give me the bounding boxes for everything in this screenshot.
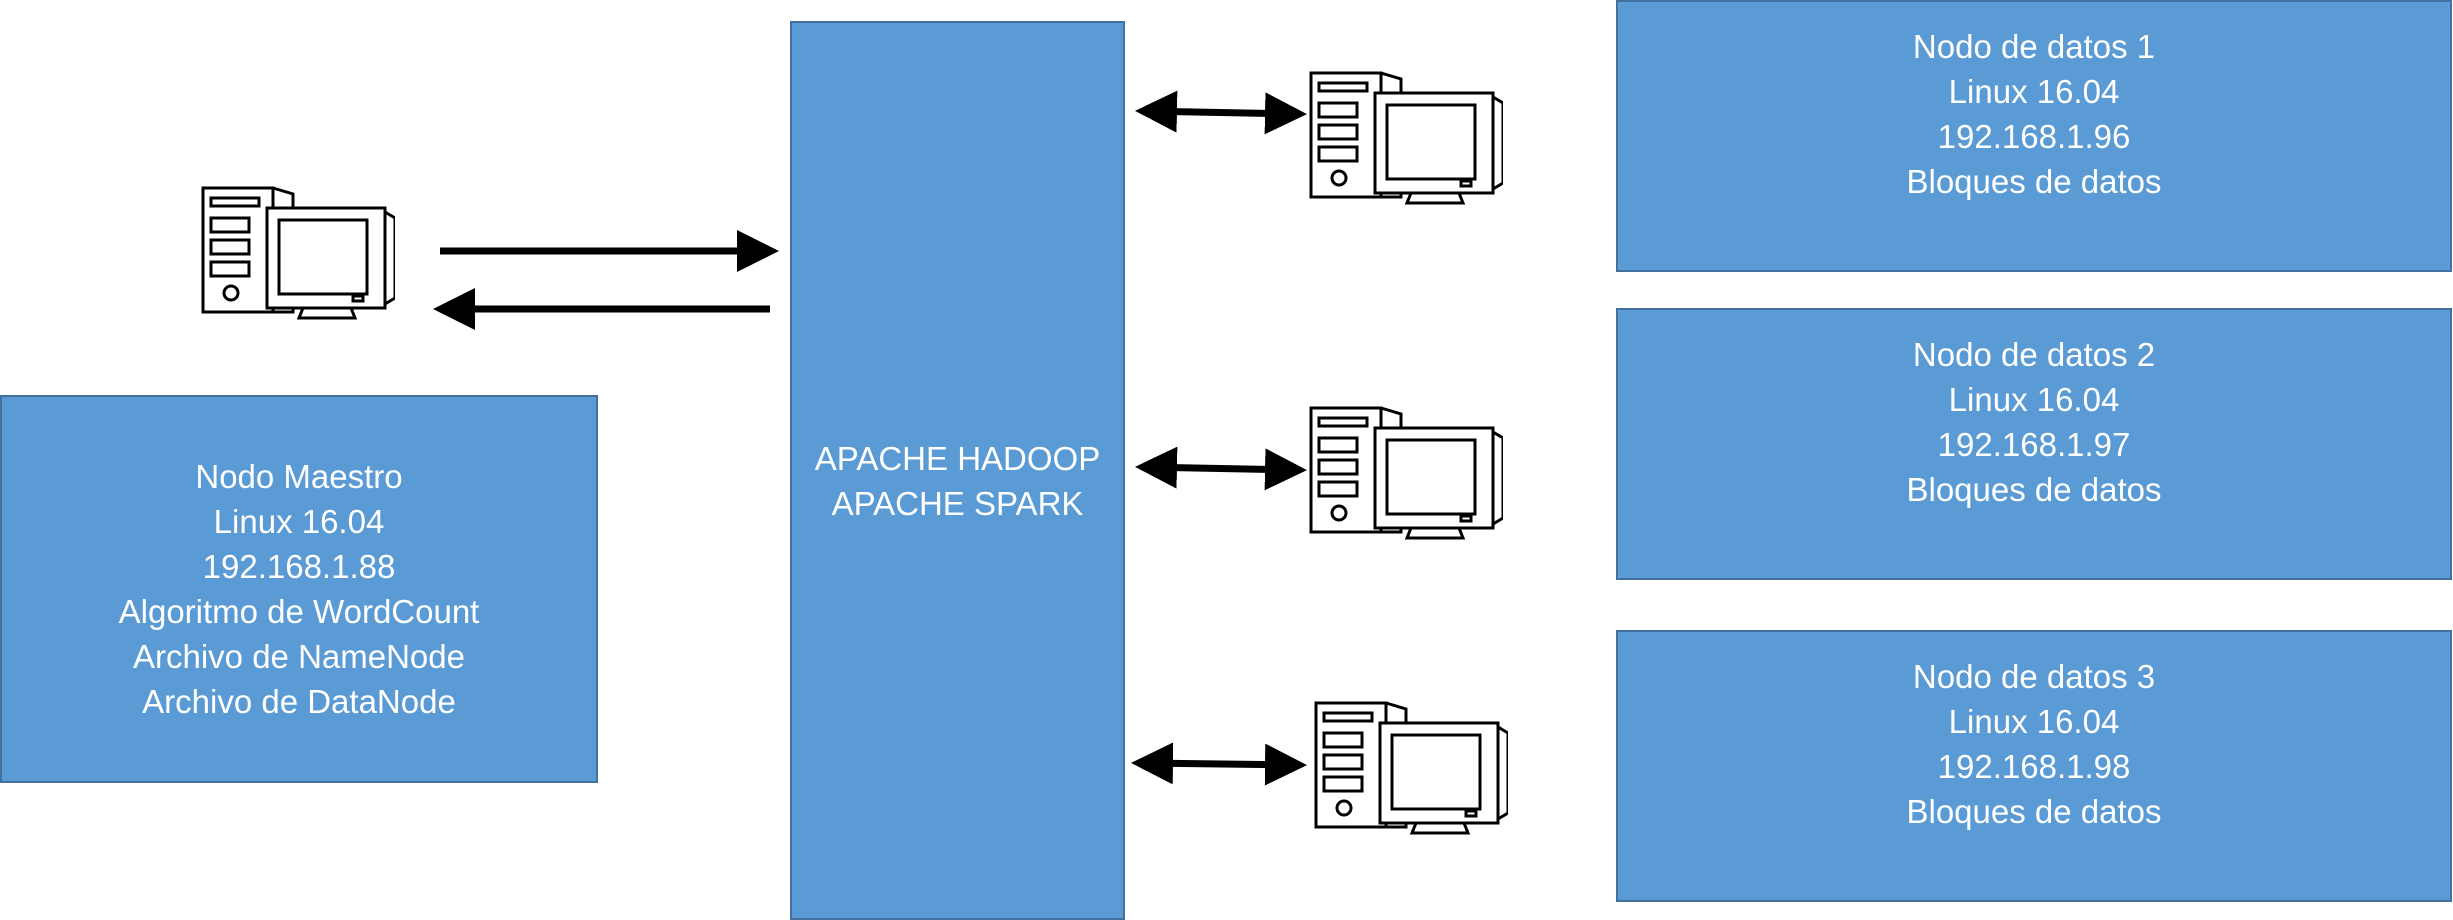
data-node-box: Nodo de datos 3 Linux 16.04 192.168.1.98… — [1616, 630, 2452, 902]
data-node-text: Nodo de datos 2 Linux 16.04 192.168.1.97… — [1906, 332, 2161, 512]
master-node-title: Nodo Maestro — [195, 458, 403, 495]
data-node-title: Nodo de datos 3 — [1912, 658, 2156, 695]
data-node-os: Linux 16.04 — [1948, 703, 2120, 740]
master-node-text: Nodo Maestro Linux 16.04 192.168.1.88 Al… — [119, 454, 480, 724]
data-node-ip: 192.168.1.98 — [1937, 748, 2131, 785]
data-node-ip: 192.168.1.96 — [1937, 118, 2131, 155]
data-node-title: Nodo de datos 2 — [1912, 336, 2156, 373]
data-node-blocks: Bloques de datos — [1906, 471, 2162, 508]
desktop-computer-icon — [201, 186, 395, 320]
desktop-computer-icon — [1309, 71, 1503, 205]
master-node-namenode: Archivo de NameNode — [132, 638, 465, 675]
data-node-os: Linux 16.04 — [1948, 73, 2120, 110]
cluster-node2-link — [1135, 446, 1307, 491]
master-node-algorithm: Algoritmo de WordCount — [118, 593, 480, 630]
data-node-title: Nodo de datos 1 — [1912, 28, 2156, 65]
desktop-computer-icon — [1314, 701, 1508, 835]
data-node-os: Linux 16.04 — [1948, 381, 2120, 418]
hadoop-spark-text: APACHE HADOOP APACHE SPARK — [815, 436, 1100, 526]
cluster-node1-link — [1135, 90, 1307, 135]
desktop-computer-icon — [1309, 406, 1503, 540]
master-node-box: Nodo Maestro Linux 16.04 192.168.1.88 Al… — [0, 395, 598, 783]
data-node-text: Nodo de datos 3 Linux 16.04 192.168.1.98… — [1906, 654, 2161, 834]
data-node-text: Nodo de datos 1 Linux 16.04 192.168.1.96… — [1906, 24, 2161, 204]
data-node-blocks: Bloques de datos — [1906, 793, 2162, 830]
master-node-os: Linux 16.04 — [213, 503, 385, 540]
data-node-blocks: Bloques de datos — [1906, 163, 2162, 200]
master-node-ip: 192.168.1.88 — [202, 548, 396, 585]
data-node-box: Nodo de datos 2 Linux 16.04 192.168.1.97… — [1616, 308, 2452, 580]
master-node-datanode: Archivo de DataNode — [142, 683, 456, 720]
spark-label: APACHE SPARK — [831, 484, 1084, 522]
hadoop-label: APACHE HADOOP — [814, 439, 1101, 477]
cluster-node3-link — [1131, 742, 1307, 786]
data-node-ip: 192.168.1.97 — [1937, 426, 2131, 463]
hadoop-spark-box: APACHE HADOOP APACHE SPARK — [790, 21, 1125, 920]
data-node-box: Nodo de datos 1 Linux 16.04 192.168.1.96… — [1616, 0, 2452, 272]
